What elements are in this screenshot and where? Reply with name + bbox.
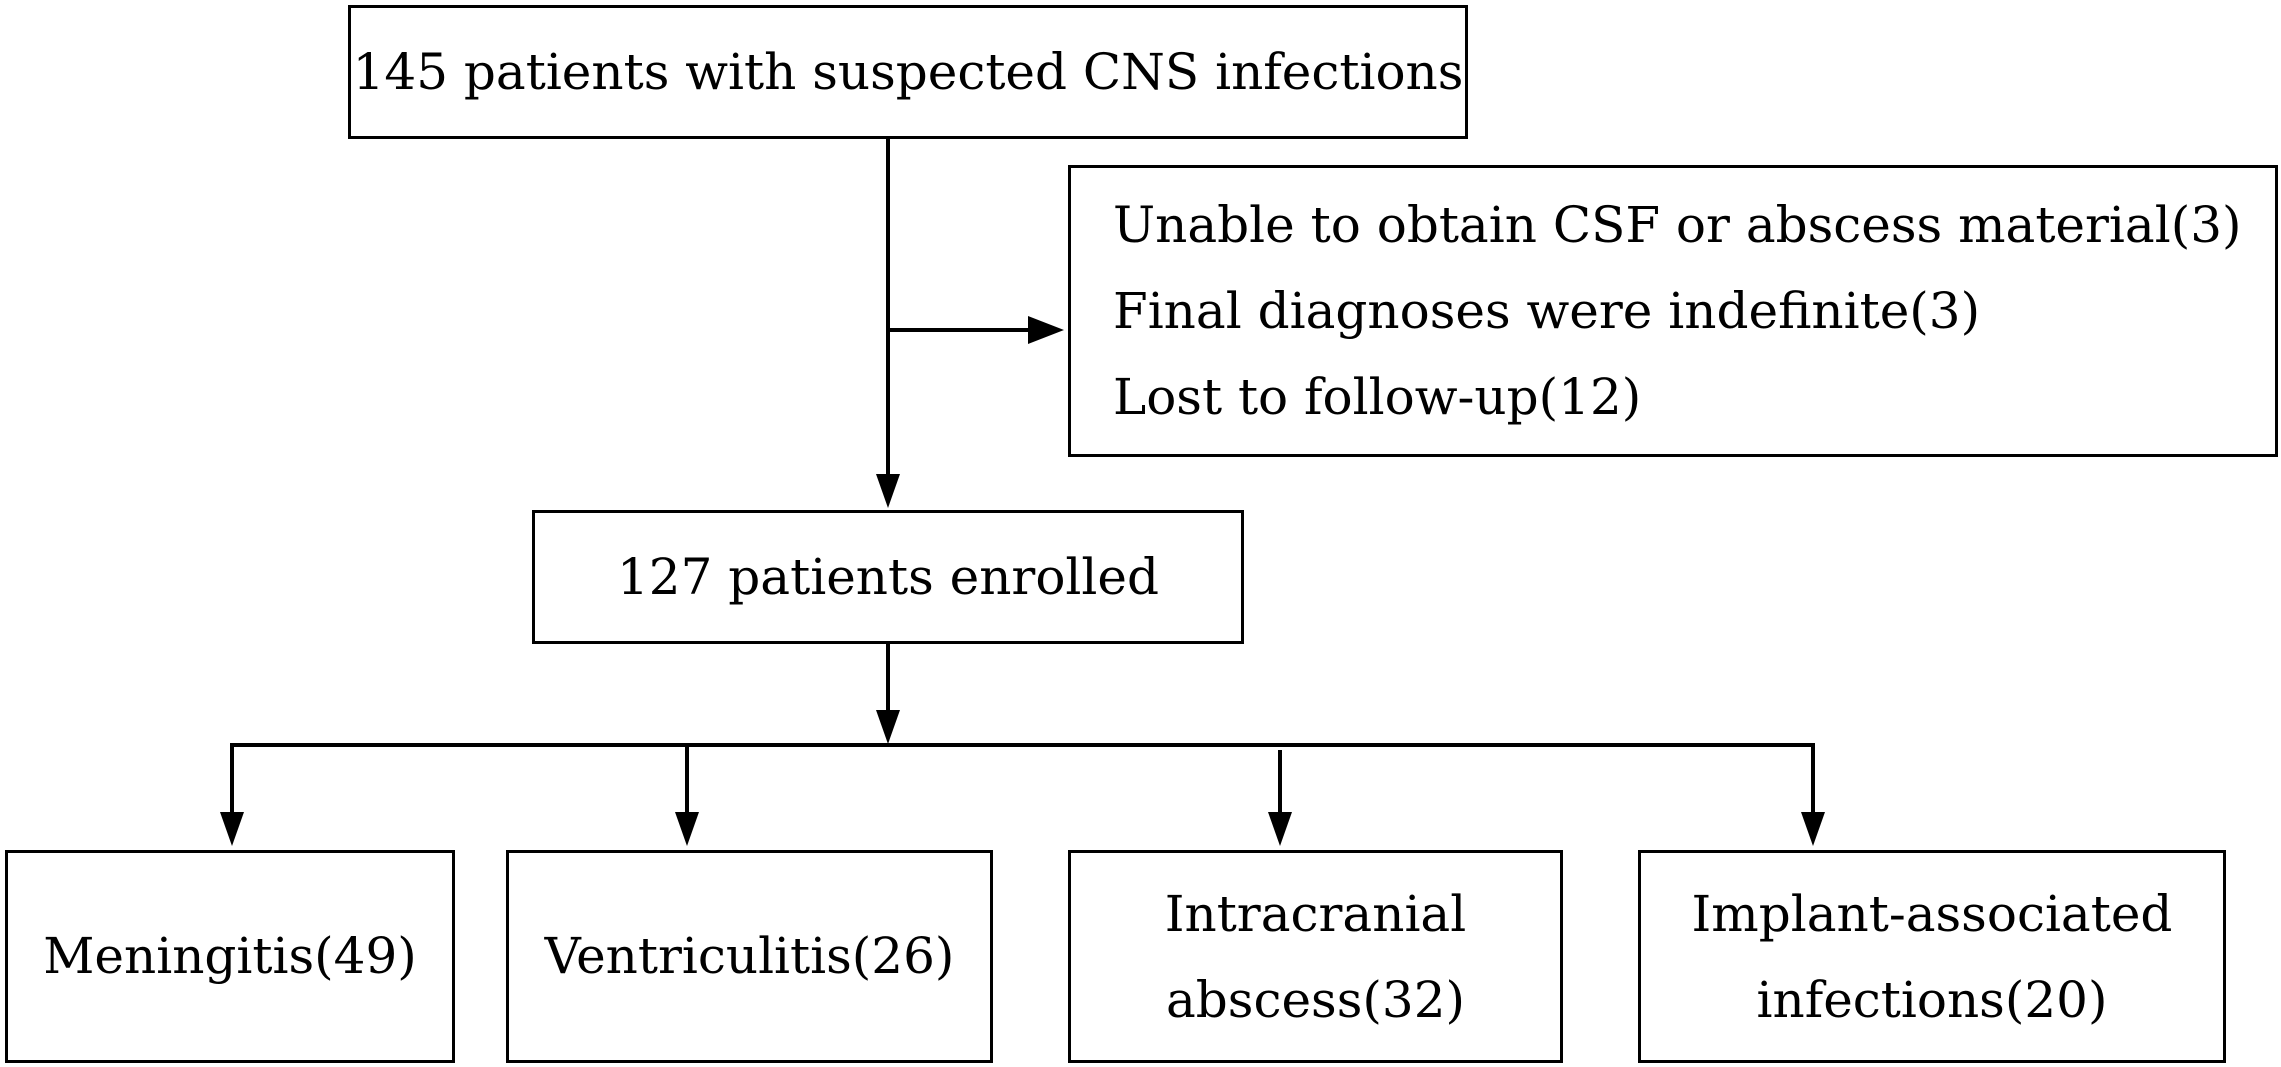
exclusion-item: Lost to follow-up(12) xyxy=(1113,368,1642,426)
category-box-meningitis: Meningitis(49) xyxy=(5,850,455,1063)
exclusion-item: Unable to obtain CSF or abscess material… xyxy=(1113,196,2242,254)
category-label-line-1: Intracranial xyxy=(1164,884,1467,943)
enrolled-box: 127 patients enrolled xyxy=(532,510,1244,644)
arrowhead-implant xyxy=(1801,812,1825,846)
category-label: Ventriculitis(26) xyxy=(544,927,955,985)
arrowhead-exclusions xyxy=(1028,316,1064,344)
enrolled-label: 127 patients enrolled xyxy=(616,547,1160,606)
screening-label: 145 patients with suspected CNS infectio… xyxy=(352,42,1464,101)
arrowhead-enrolled xyxy=(876,474,900,508)
arrowhead-meningitis xyxy=(220,812,244,846)
exclusions-box: Unable to obtain CSF or abscess material… xyxy=(1068,165,2278,457)
category-label-line-1: Implant-associated xyxy=(1691,884,2173,943)
arrowhead-ventriculitis xyxy=(675,812,699,846)
screening-box: 145 patients with suspected CNS infectio… xyxy=(348,5,1468,139)
category-label: Meningitis(49) xyxy=(43,927,417,985)
category-box-ventriculitis: Ventriculitis(26) xyxy=(506,850,993,1063)
arrowhead-distribution xyxy=(876,710,900,744)
exclusion-item: Final diagnoses were indefinite(3) xyxy=(1113,282,1981,340)
arrowhead-abscess xyxy=(1268,812,1292,846)
category-label-line-2: abscess(32) xyxy=(1165,970,1466,1029)
category-label-line-2: infections(20) xyxy=(1756,970,2108,1029)
category-box-implant-associated: Implant-associated infections(20) xyxy=(1638,850,2226,1063)
category-box-intracranial-abscess: Intracranial abscess(32) xyxy=(1068,850,1563,1063)
